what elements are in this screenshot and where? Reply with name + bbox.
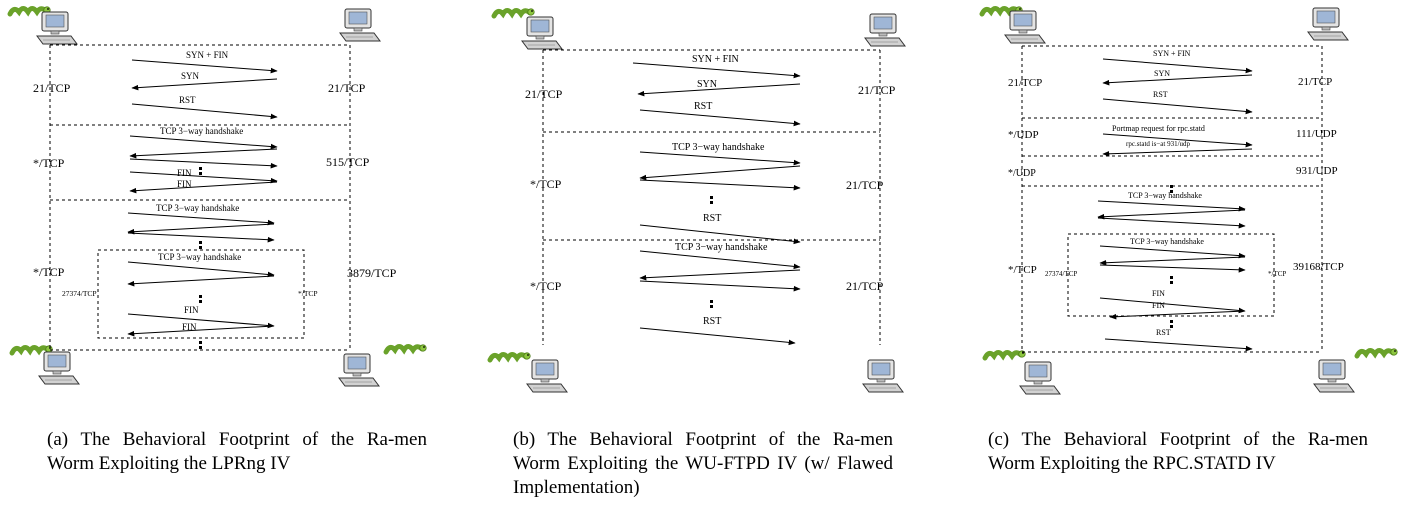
message-label: FIN bbox=[182, 322, 197, 332]
message-label: Portmap request for rpc.statd bbox=[1112, 124, 1205, 133]
computer-icon bbox=[862, 359, 904, 393]
message-label: SYN bbox=[697, 79, 717, 90]
port-label: */TCP bbox=[33, 265, 65, 279]
port-label: */TCP bbox=[530, 279, 562, 293]
panel-b: 21/TCP 21/TCP */TCP 21/TCP */TCP 21/TCP … bbox=[490, 9, 906, 393]
message-label: RST bbox=[694, 101, 712, 112]
port-label: */TCP bbox=[33, 156, 65, 170]
caption-c: (c) The Behavioral Footprint of the Ra-m… bbox=[988, 429, 1368, 474]
worm-icon bbox=[494, 9, 534, 16]
message-label: RST bbox=[703, 316, 721, 327]
port-label: 111/UDP bbox=[1296, 128, 1337, 140]
port-label: 21/TCP bbox=[858, 83, 896, 97]
computer-icon bbox=[1307, 7, 1349, 41]
port-label: 27374/TCP bbox=[1045, 270, 1077, 278]
worm-icon bbox=[1357, 349, 1397, 356]
ellipsis-dots bbox=[199, 167, 202, 349]
message-label: TCP 3−way handshake bbox=[158, 252, 241, 262]
caption-a: (a) The Behavioral Footprint of the Ra-m… bbox=[47, 429, 427, 474]
port-label: 21/TCP bbox=[328, 81, 366, 95]
message-label: SYN + FIN bbox=[186, 50, 229, 60]
panel-c: 21/TCP 21/TCP */UDP 111/UDP */UDP 931/UD… bbox=[982, 7, 1397, 395]
timeline-lines bbox=[542, 49, 881, 345]
message-label: RST bbox=[1156, 328, 1171, 337]
timeline-lines bbox=[49, 44, 351, 351]
computer-icon bbox=[1004, 10, 1046, 44]
port-label: 515/TCP bbox=[326, 155, 370, 169]
computer-icon bbox=[521, 16, 563, 50]
port-label: 27374/TCP bbox=[62, 289, 97, 298]
port-label: */UDP bbox=[1008, 168, 1036, 179]
port-label: 39168/TCP bbox=[1293, 261, 1344, 273]
computer-icon bbox=[36, 11, 78, 45]
message-label: RST bbox=[1153, 90, 1168, 99]
panel-a: 21/TCP 21/TCP */TCP 515/TCP */TCP 3879/T… bbox=[10, 7, 426, 387]
message-label: SYN bbox=[181, 71, 200, 81]
computer-icon bbox=[1313, 359, 1355, 393]
message-label: SYN + FIN bbox=[1153, 49, 1191, 58]
computer-icon bbox=[864, 13, 906, 47]
port-label: 21/TCP bbox=[1298, 76, 1332, 88]
message-label: TCP 3−way handshake bbox=[156, 203, 239, 213]
computer-icon bbox=[526, 359, 568, 393]
port-label: 931/UDP bbox=[1296, 165, 1338, 177]
worm-icon bbox=[985, 351, 1025, 358]
message-label: rpc.statd is−at 931/udp bbox=[1126, 140, 1191, 148]
worm-icon bbox=[386, 345, 426, 352]
computer-icon bbox=[338, 353, 380, 387]
message-label: FIN bbox=[1152, 289, 1165, 298]
port-label: */TCP bbox=[298, 289, 318, 298]
port-label: 21/TCP bbox=[1008, 77, 1042, 89]
port-label: */TCP bbox=[530, 177, 562, 191]
caption-b: (b) The Behavioral Footprint of the Ra-m… bbox=[513, 429, 893, 498]
port-label: */UDP bbox=[1008, 129, 1039, 141]
message-label: RST bbox=[179, 95, 196, 105]
message-label: RST bbox=[703, 213, 721, 224]
ellipsis-dots bbox=[710, 196, 713, 308]
message-label: FIN bbox=[177, 179, 192, 189]
computer-icon bbox=[339, 8, 381, 42]
worm-icon bbox=[490, 353, 530, 360]
port-label: 21/TCP bbox=[525, 87, 563, 101]
message-label: TCP 3−way handshake bbox=[675, 242, 768, 253]
message-label: SYN + FIN bbox=[692, 54, 739, 65]
computer-icon bbox=[38, 351, 80, 385]
message-label: TCP 3−way handshake bbox=[160, 126, 243, 136]
port-label: 21/TCP bbox=[846, 279, 884, 293]
message-label: TCP 3−way handshake bbox=[672, 142, 765, 153]
port-label: 21/TCP bbox=[33, 81, 71, 95]
message-label: FIN bbox=[184, 305, 199, 315]
port-label: */TCP bbox=[1008, 264, 1037, 276]
port-label: */TCP bbox=[1268, 270, 1286, 278]
ellipsis-dots bbox=[1170, 185, 1173, 328]
message-label: TCP 3−way handshake bbox=[1128, 191, 1202, 200]
message-label: FIN bbox=[1152, 301, 1165, 310]
port-label: 21/TCP bbox=[846, 178, 884, 192]
message-label: TCP 3−way handshake bbox=[1130, 237, 1204, 246]
message-label: SYN bbox=[1154, 69, 1170, 78]
port-label: 3879/TCP bbox=[347, 266, 397, 280]
computer-icon bbox=[1019, 361, 1061, 395]
message-label: FIN bbox=[177, 168, 192, 178]
